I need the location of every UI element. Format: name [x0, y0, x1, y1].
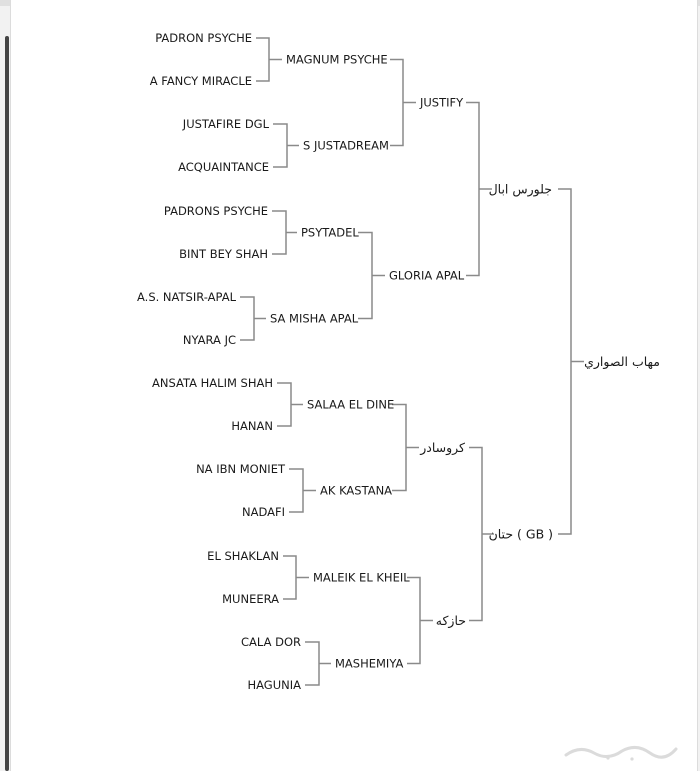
gen4-name-5: PADRONS PSYCHE: [164, 204, 268, 218]
bracket-dam: [469, 446, 483, 622]
bracket-sd-sire: [272, 210, 287, 255]
bracket-dd-dam: [305, 641, 320, 686]
bracket-sd-dam: [240, 296, 255, 341]
bracket-dam-sire: [392, 403, 407, 492]
bracket-ds-dam: [289, 468, 304, 513]
bracket-ss-sire: [256, 37, 270, 82]
gen4-name-15: CALA DOR: [241, 635, 301, 649]
gen4-name-1: PADRON PSYCHE: [155, 31, 252, 45]
bracket-sire: [466, 101, 480, 277]
gen4-name-14: MUNEERA: [222, 592, 279, 606]
watermark-logo-icon: [564, 746, 678, 761]
dd-dam-name: MASHEMIYA: [335, 657, 403, 671]
gen4-name-16: HAGUNIA: [247, 678, 301, 692]
ds-sire-name: SALAA EL DINE: [307, 398, 394, 412]
document-page: [10, 0, 698, 771]
gen4-name-10: HANAN: [231, 419, 273, 433]
gen4-name-8: NYARA JC: [183, 333, 236, 347]
dam-sire-name: كروسادر: [419, 440, 465, 456]
sire-name: جلورس ابال: [489, 182, 552, 198]
gen4-name-4: ACQUAINTANCE: [178, 160, 269, 174]
ds-dam-name: AK KASTANA: [320, 484, 392, 498]
bracket-sire-sire: [390, 58, 404, 147]
bracket-ds-sire: [277, 382, 292, 427]
dam-name: حتان ( GB ): [489, 527, 553, 542]
gen4-name-11: NA IBN MONIET: [196, 462, 286, 476]
bracket-dam-dam: [407, 576, 421, 665]
scrollbar[interactable]: [5, 36, 9, 771]
gen4-name-3: JUSTAFIRE DGL: [182, 117, 270, 131]
bracket-dd-sire: [283, 555, 297, 600]
gen4-name-2: A FANCY MIRACLE: [150, 74, 252, 88]
gen4-name-13: EL SHAKLAN: [207, 549, 279, 563]
dd-sire-name: MALEIK EL KHEIL: [313, 571, 410, 585]
gen4-name-12: NADAFI: [242, 505, 285, 519]
bracket-sire-dam: [358, 231, 373, 320]
gen4-name-6: BINT BEY SHAH: [179, 247, 268, 261]
gen4-name-7: A.S. NATSIR-APAL: [137, 290, 237, 304]
gen4-name-9: ANSATA HALIM SHAH: [152, 376, 273, 390]
sire-sire-name: JUSTIFY: [419, 96, 464, 110]
ss-dam-name: S JUSTADREAM: [303, 139, 389, 153]
bracket-ss-dam: [273, 123, 288, 168]
dam-dam-name: حازكه: [436, 613, 466, 629]
sd-dam-name: SA MISHA APAL: [270, 312, 359, 326]
horse-name: مهاب الصواري: [584, 354, 660, 370]
sd-sire-name: PSYTADEL: [301, 226, 359, 240]
bracket-horse: [558, 188, 572, 535]
ss-sire-name: MAGNUM PSYCHE: [286, 53, 388, 67]
sire-dam-name: GLORIA APAL: [389, 269, 465, 283]
